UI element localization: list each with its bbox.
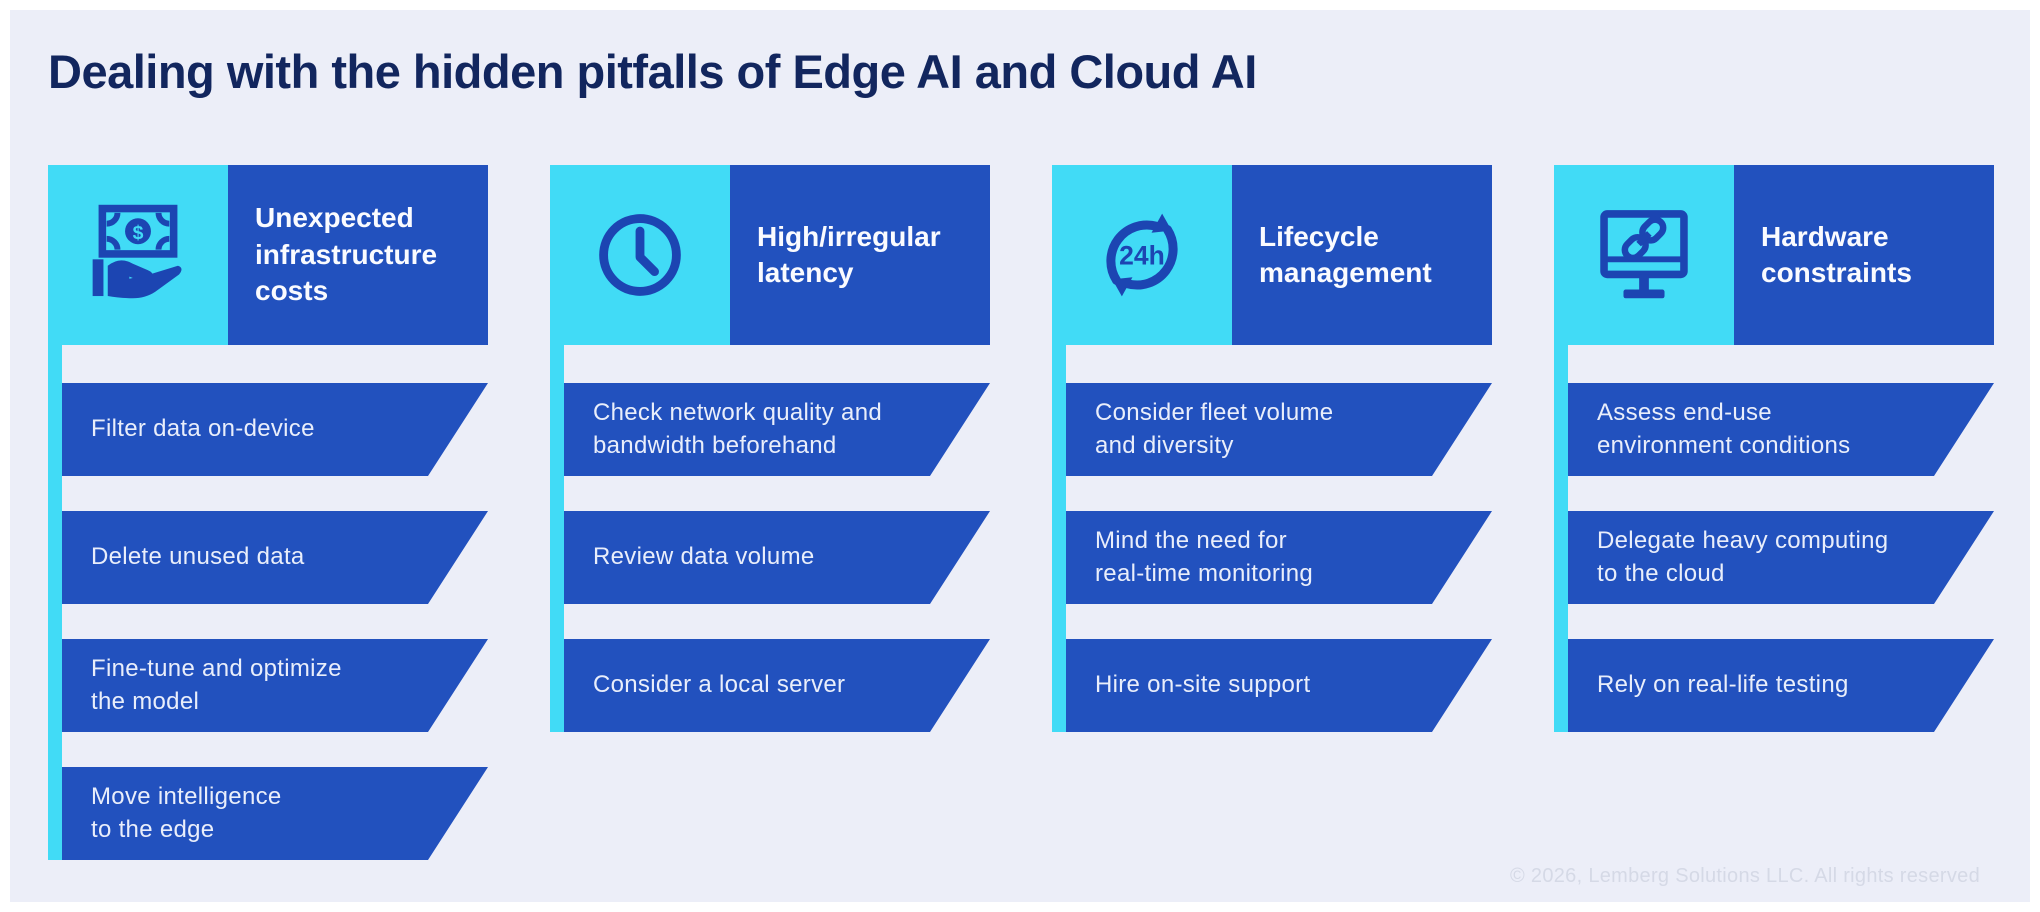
- column-title-text: Lifecycle management: [1259, 220, 1432, 288]
- money-hand-icon-svg: $: [92, 204, 182, 299]
- list-item: Filter data on-device: [62, 383, 488, 476]
- list-item-text: Hire on-site support: [1095, 671, 1311, 699]
- column-accent-strip: [1554, 345, 1568, 732]
- list-item: Mind the need for real-time monitoring: [1066, 511, 1492, 604]
- column-items: Consider fleet volume and diversity Mind…: [1066, 345, 1492, 732]
- column-header: Hardware constraints: [1554, 165, 1994, 345]
- monitor-link-icon: [1554, 165, 1734, 345]
- column-title: High/irregular latency: [730, 165, 990, 345]
- column-accent-strip: [1052, 345, 1066, 732]
- column-items: Check network quality and bandwidth befo…: [564, 345, 990, 732]
- column-items: Filter data on-device Delete unused data…: [62, 345, 488, 860]
- column-high-irregular-latency: High/irregular latency Check network qua…: [550, 165, 990, 860]
- list-item: Delegate heavy computing to the cloud: [1568, 511, 1994, 604]
- column-title: Unexpected infrastructure costs: [228, 165, 488, 345]
- clock-icon: [550, 165, 730, 345]
- cycle-24h-icon: 24h: [1052, 165, 1232, 345]
- infographic-canvas: Dealing with the hidden pitfalls of Edge…: [10, 10, 2030, 902]
- list-item: Review data volume: [564, 511, 990, 604]
- list-item-text: Consider fleet volume and diversity: [1095, 399, 1334, 459]
- list-item-text: Consider a local server: [593, 671, 846, 699]
- column-accent-strip: [550, 345, 564, 732]
- column-title-text: High/irregular latency: [757, 220, 941, 288]
- column-title: Lifecycle management: [1232, 165, 1492, 345]
- list-item-text: Move intelligence to the edge: [91, 783, 282, 843]
- list-item-text: Mind the need for real-time monitoring: [1095, 527, 1314, 587]
- page-title: Dealing with the hidden pitfalls of Edge…: [48, 45, 1257, 98]
- dollar-glyph: $: [133, 222, 144, 244]
- list-item: Assess end-use environment conditions: [1568, 383, 1994, 476]
- copyright-note: © 2026, Lemberg Solutions LLC. All right…: [1510, 865, 1980, 887]
- column-title: Hardware constraints: [1734, 165, 1994, 345]
- list-item: Consider fleet volume and diversity: [1066, 383, 1492, 476]
- list-item-text: Fine-tune and optimize the model: [91, 655, 342, 715]
- cycle-24h-icon-svg: 24h: [1106, 213, 1178, 297]
- column-lifecycle-management: 24h Lifecycle management Consider fleet …: [1052, 165, 1492, 860]
- list-item-text: Delete unused data: [91, 543, 305, 571]
- list-item: Move intelligence to the edge: [62, 767, 488, 860]
- clock-icon-svg: [599, 214, 681, 296]
- column-header: High/irregular latency: [550, 165, 990, 345]
- pitfall-columns: $ Unexpected infrastructure costs Filter…: [48, 165, 1994, 860]
- list-item: Delete unused data: [62, 511, 488, 604]
- column-title-text: Unexpected infrastructure costs: [255, 202, 438, 307]
- list-item: Consider a local server: [564, 639, 990, 732]
- column-items: Assess end-use environment conditions De…: [1568, 345, 1994, 732]
- column-header: $ Unexpected infrastructure costs: [48, 165, 488, 345]
- column-unexpected-infrastructure-costs: $ Unexpected infrastructure costs Filter…: [48, 165, 488, 860]
- column-hardware-constraints: Hardware constraints Assess end-use envi…: [1554, 165, 1994, 860]
- list-item-text: Filter data on-device: [91, 415, 315, 443]
- 24h-glyph: 24h: [1119, 241, 1165, 271]
- list-item-text: Review data volume: [593, 543, 815, 571]
- monitor-link-icon-svg: [1600, 210, 1688, 299]
- list-item: Check network quality and bandwidth befo…: [564, 383, 990, 476]
- list-item: Fine-tune and optimize the model: [62, 639, 488, 732]
- column-title-text: Hardware constraints: [1761, 220, 1912, 288]
- list-item: Hire on-site support: [1066, 639, 1492, 732]
- money-hand-icon: $: [48, 165, 228, 345]
- list-item-text: Delegate heavy computing to the cloud: [1597, 527, 1889, 587]
- column-header: 24h Lifecycle management: [1052, 165, 1492, 345]
- list-item: Rely on real-life testing: [1568, 639, 1994, 732]
- column-accent-strip: [48, 345, 62, 860]
- list-item-text: Assess end-use environment conditions: [1597, 399, 1851, 459]
- list-item-text: Check network quality and bandwidth befo…: [593, 399, 882, 459]
- list-item-text: Rely on real-life testing: [1597, 671, 1849, 699]
